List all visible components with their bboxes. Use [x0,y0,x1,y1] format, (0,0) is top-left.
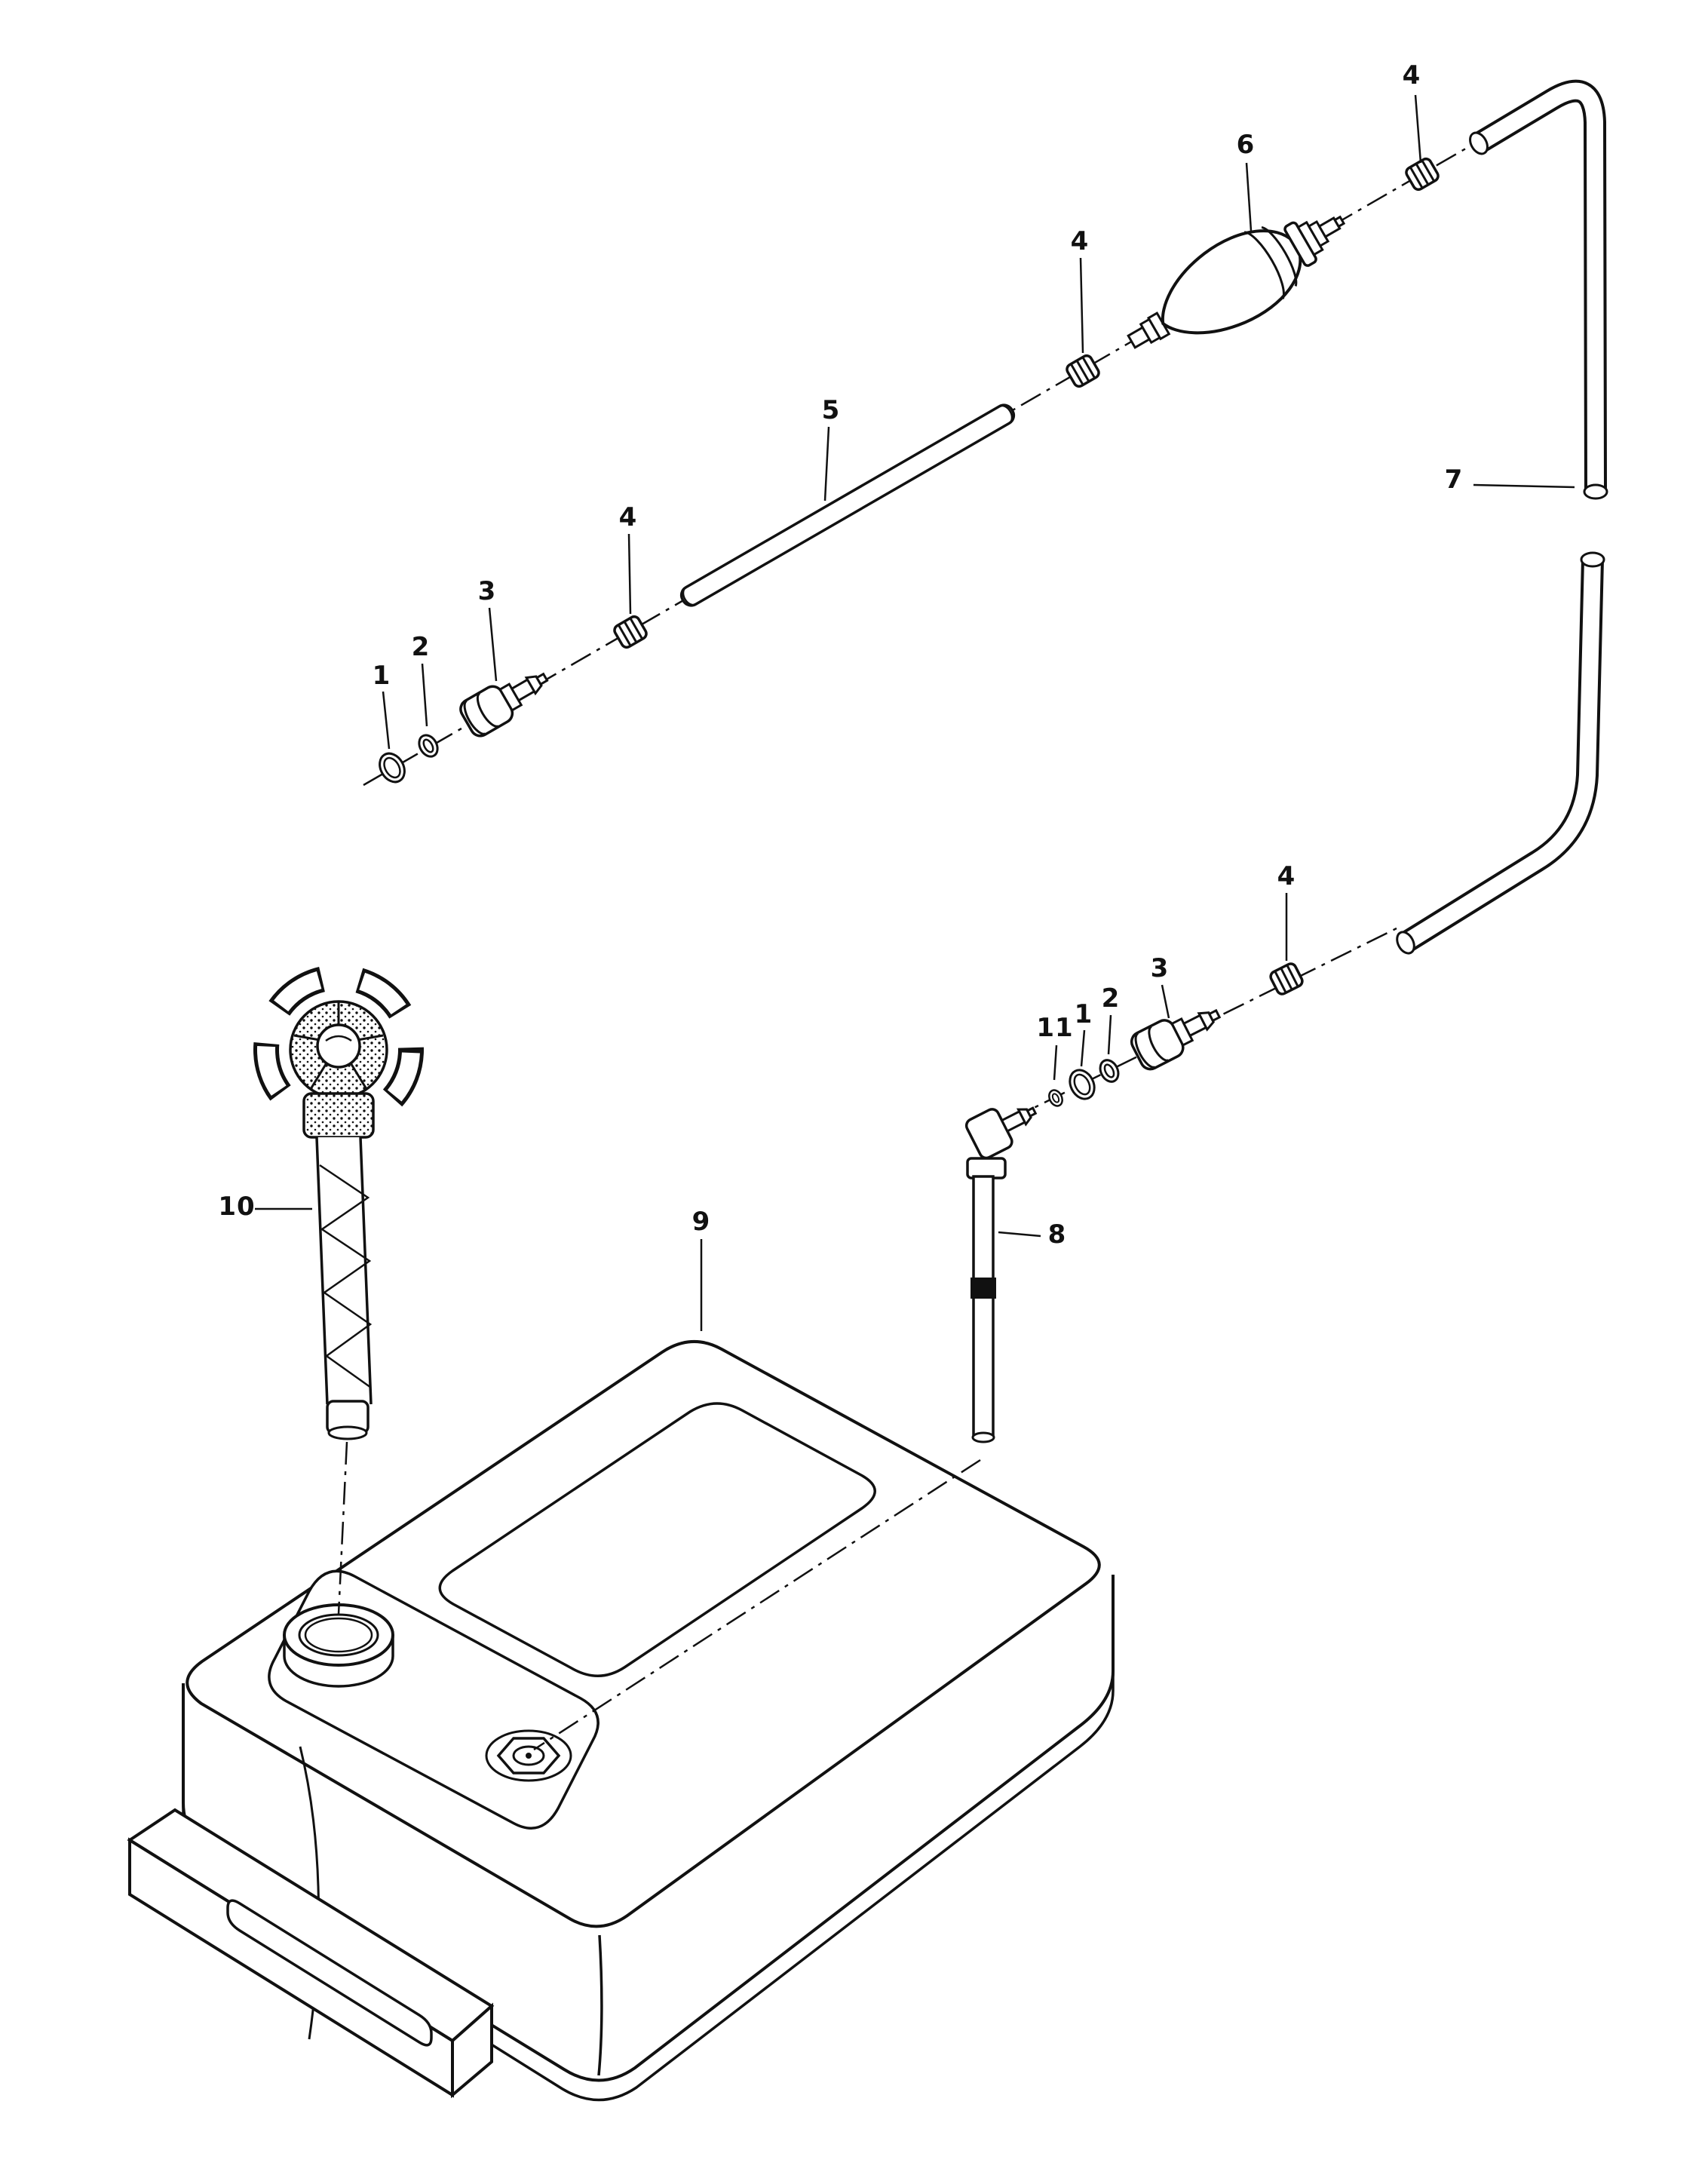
tank-hex-fitting [485,1729,572,1782]
callout-11: 11 [1036,1013,1074,1043]
callout-8: 8 [1047,1219,1067,1250]
elbow-connector [964,1106,1038,1443]
callout-2-lower: 2 [1101,983,1121,1014]
callout-7: 7 [1444,465,1464,495]
fuel-pickup-assembly [253,965,424,1440]
callout-1-lower: 1 [1074,999,1093,1029]
callout-4-left: 4 [618,502,638,532]
callout-4-lower: 4 [1277,861,1296,891]
callout-3-lower: 3 [1150,953,1170,983]
fuel-tank [127,1340,1115,2102]
filler-neck [283,1603,394,1688]
callout-4-mid: 4 [1070,226,1090,256]
primer-bulb [1127,215,1346,349]
fuel-hose-bent [1396,79,1608,955]
elbow-to-tank-centerline [533,1459,981,1751]
callout-1-upper: 1 [372,661,391,691]
callout-3-upper: 3 [477,576,497,606]
cap-knob [316,1023,361,1069]
tank-handle [127,1808,495,2099]
callout-9: 9 [691,1207,711,1237]
callout-4-top-right: 4 [1402,60,1421,90]
callout-leader-lines [255,94,1575,1331]
tank-top-face [186,1340,1101,1928]
callout-6: 6 [1236,130,1256,160]
callout-5: 5 [821,395,841,425]
gauge-spiral [319,1164,373,1389]
tank-label-plate [438,1402,876,1677]
callout-10: 10 [218,1192,256,1222]
tank-front-edge [597,1934,603,2076]
callout-2-upper: 2 [411,632,431,662]
fuel-hose-straight [679,403,1016,607]
pickup-centerline [337,1441,348,1615]
